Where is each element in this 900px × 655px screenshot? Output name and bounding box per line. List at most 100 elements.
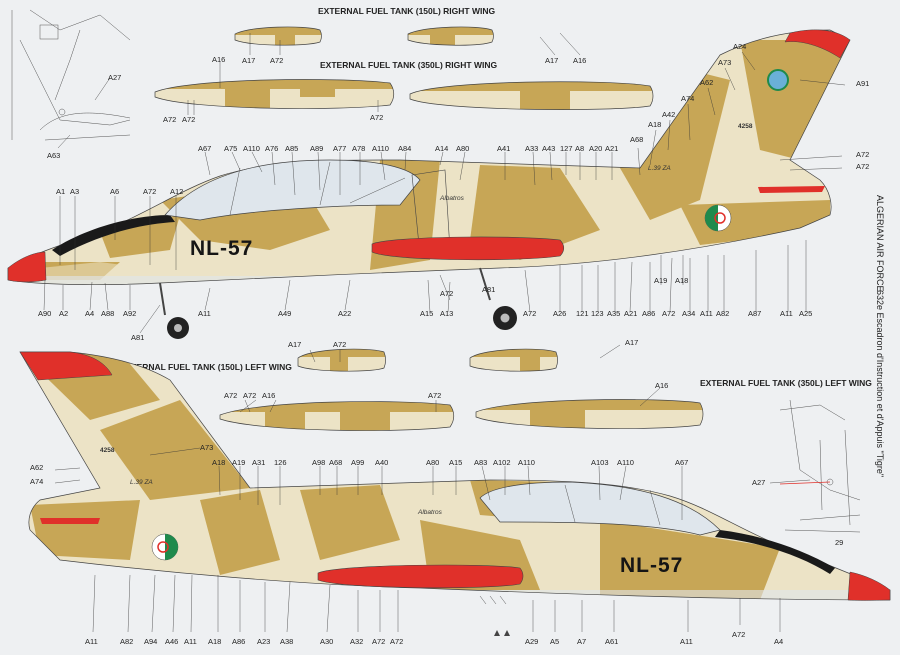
leader-lines [43, 32, 846, 633]
callout-label: A110 [243, 144, 260, 153]
callout-label: 127 [560, 144, 573, 153]
detail-number: 29 [835, 538, 843, 547]
title-350l-right: EXTERNAL FUEL TANK (350L) RIGHT WING [320, 60, 497, 70]
callout-label: A21 [605, 144, 618, 153]
callout-label: A1 [56, 187, 65, 196]
callout-label: A77 [333, 144, 346, 153]
tank-150l-right-1 [234, 26, 322, 46]
callout-label: A18 [212, 458, 225, 467]
callout-label: A80 [456, 144, 469, 153]
callout-label: A24 [733, 42, 746, 51]
callout-label: A62 [30, 463, 43, 472]
callout-label: A6 [110, 187, 119, 196]
callout-label: A103 [591, 458, 609, 467]
type-marking-left: L.39 ZA [130, 479, 153, 486]
callout-label: A62 [700, 78, 713, 87]
callout-label: A49 [278, 309, 291, 318]
callout-label: A67 [198, 144, 211, 153]
callout-label: A17 [625, 338, 638, 347]
callout-label: A72 [333, 340, 346, 349]
callout-label: A72 [856, 162, 869, 171]
label-tank-a16-2: A16 [212, 55, 225, 64]
callout-label: A73 [200, 443, 213, 452]
callout-label: A21 [624, 309, 637, 318]
title-350l-left: EXTERNAL FUEL TANK (350L) LEFT WING [700, 378, 872, 388]
callout-label: A91 [856, 79, 869, 88]
callout-label: A72 [856, 150, 869, 159]
callout-label: A40 [375, 458, 388, 467]
callout-label: A99 [351, 458, 364, 467]
callout-label: A13 [440, 309, 453, 318]
callout-label: A72 [224, 391, 237, 400]
callout-label: A76 [265, 144, 278, 153]
callout-label: A11 [198, 309, 211, 318]
callout-label: A7 [577, 637, 586, 646]
callout-label: A72 [732, 630, 745, 639]
callout-label: A67 [675, 458, 688, 467]
callout-label: A25 [799, 309, 812, 318]
label-detail-a27-right: A27 [108, 73, 121, 82]
callout-label: A61 [605, 637, 618, 646]
callout-label: A81 [131, 333, 144, 342]
label-tank-a17-1: A17 [242, 56, 255, 65]
callout-label: A32 [350, 637, 363, 646]
callout-label: A78 [352, 144, 365, 153]
callout-label: A72 [428, 391, 441, 400]
callout-label: A31 [252, 458, 265, 467]
callout-label: A34 [682, 309, 695, 318]
labels-left-bottom: A11 A82 A94 A46 A11 A18 A86 A23 A38 A30 … [85, 630, 783, 646]
callout-label: A29 [525, 637, 538, 646]
labels-right-left-side: A1 A3 A6 A72 A12 [56, 187, 183, 196]
callout-label: A89 [310, 144, 323, 153]
callout-label: A11 [85, 637, 98, 646]
callout-label: A42 [662, 110, 675, 119]
callout-label: A18 [208, 637, 221, 646]
label-tank-a72-4: A72 [370, 113, 383, 122]
callout-label: A43 [542, 144, 555, 153]
callout-label: A46 [165, 637, 178, 646]
callout-label: A20 [589, 144, 602, 153]
label-tank-a72-3: A72 [182, 115, 195, 124]
tank-150l-right-2 [407, 26, 494, 46]
callout-label: A11 [680, 637, 693, 646]
callout-label: A88 [101, 309, 114, 318]
callout-label: A82 [120, 637, 133, 646]
tail-serial-right: 4258 [738, 123, 753, 130]
labels-right-top: A67 A75 A110 A76 A85 A89 A77 A78 A110 A8… [198, 42, 869, 171]
callout-label: A74 [681, 94, 694, 103]
callout-label: 123 [591, 309, 604, 318]
type-marking-right: L.39 ZA [648, 165, 671, 172]
callout-label: A8 [575, 144, 584, 153]
albatros-script-right: Albatros [439, 195, 465, 202]
callout-label: A26 [553, 309, 566, 318]
tank-350l-left-1 [219, 401, 455, 431]
callout-label: A3 [70, 187, 79, 196]
callout-label: A72 [440, 289, 453, 298]
callout-label: A68 [329, 458, 342, 467]
callout-label: A11 [184, 637, 197, 646]
labels-left-tanks: A17 A72 A17 A72 A72 A16 A72 A16 [224, 338, 668, 400]
callout-label: A14 [435, 144, 448, 153]
detail-view-left: 29 [779, 399, 861, 547]
callout-label: A80 [426, 458, 439, 467]
callout-label: A81 [482, 285, 495, 294]
label-detail-a27-left: A27 [752, 478, 765, 487]
callout-label: A82 [716, 309, 729, 318]
albatros-script-left: Albatros [417, 509, 443, 516]
tank-350l-right-2 [409, 81, 654, 110]
callout-label: 126 [274, 458, 287, 467]
callout-label: A33 [525, 144, 538, 153]
callout-label: A19 [232, 458, 245, 467]
registration-right: NL-57 [190, 237, 253, 260]
callout-label: A30 [320, 637, 333, 646]
callout-label: A35 [607, 309, 620, 318]
callout-label: A38 [280, 637, 293, 646]
label-detail-a63: A63 [47, 151, 60, 160]
callout-label: A110 [617, 458, 634, 467]
label-tank-a16-1: A16 [573, 56, 586, 65]
title-150l-right: EXTERNAL FUEL TANK (150L) RIGHT WING [318, 6, 495, 16]
callout-label: A18 [648, 120, 661, 129]
callout-label: A16 [262, 391, 275, 400]
